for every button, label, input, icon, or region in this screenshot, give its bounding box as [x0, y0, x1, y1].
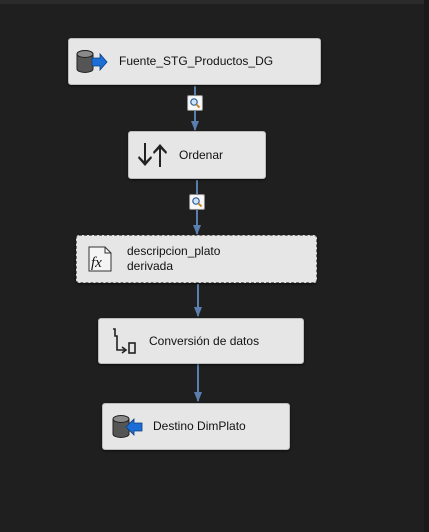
canvas-top-edge: [0, 0, 429, 4]
derived-column-icon: fx: [83, 244, 117, 274]
component-label: descripcion_plato derivada: [127, 244, 221, 273]
data-conversion-icon: [105, 326, 139, 356]
component-label: Fuente_STG_Productos_DG: [119, 54, 274, 68]
component-label: Ordenar: [179, 147, 224, 162]
component-label: Conversión de datos: [149, 333, 260, 348]
component-data-conversion[interactable]: Conversión de datos: [98, 318, 304, 364]
sort-icon: [135, 140, 169, 170]
ole-db-source-icon: [75, 47, 109, 77]
component-ole-db-destination[interactable]: Destino DimPlato: [102, 403, 290, 450]
component-ole-db-source[interactable]: Fuente_STG_Productos_DG: [68, 38, 321, 85]
data-viewer-magnifier-icon[interactable]: [189, 194, 205, 210]
svg-text:fx: fx: [91, 255, 102, 271]
ole-db-destination-icon: [109, 412, 143, 442]
component-derived-column[interactable]: fx descripcion_plato derivada: [76, 235, 317, 283]
component-label: Destino DimPlato: [153, 419, 246, 433]
data-viewer-magnifier-icon[interactable]: [187, 95, 203, 111]
canvas-scroll-edge: [424, 0, 429, 532]
component-sort[interactable]: Ordenar: [128, 131, 266, 179]
